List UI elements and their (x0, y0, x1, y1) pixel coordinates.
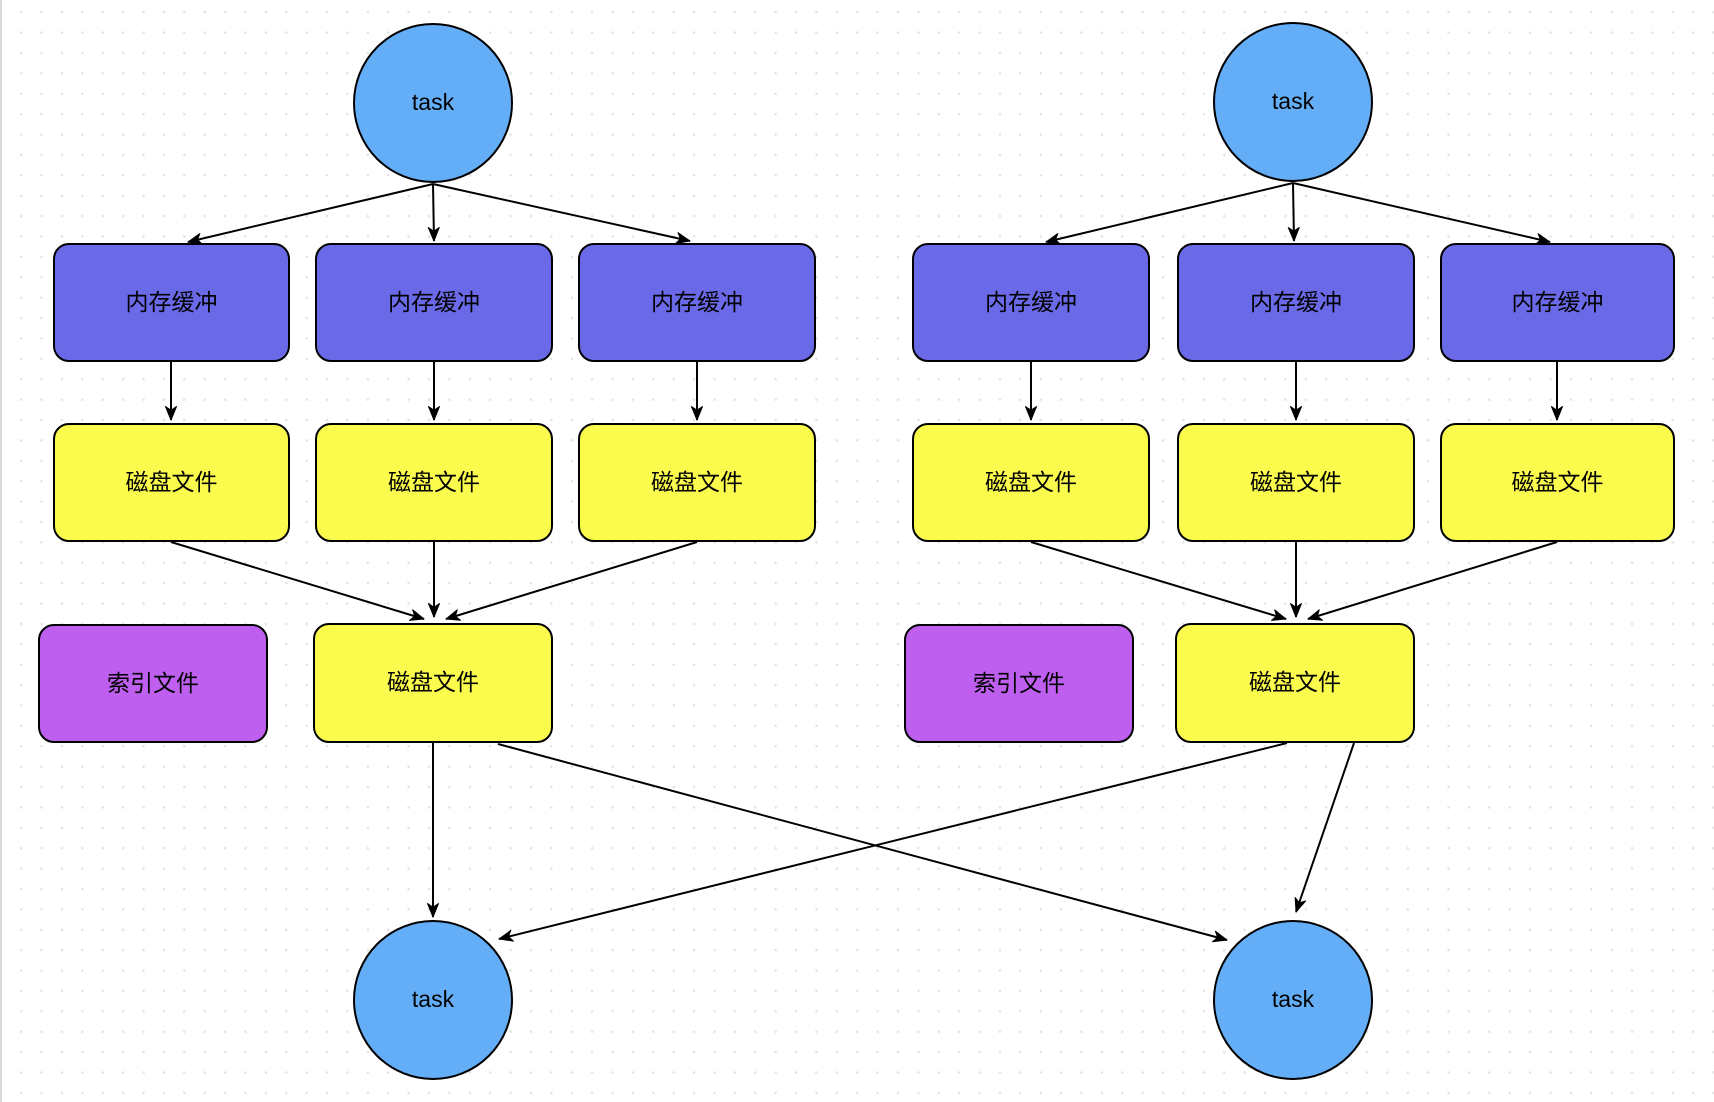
node-task-source-right[interactable]: task (1213, 22, 1373, 182)
edge-ldisk1-to-lmerged[interactable] (170, 541, 425, 621)
edge-lmerged-to-rtask[interactable] (497, 743, 1228, 943)
edge-ltask-to-lbuffer3[interactable] (432, 183, 691, 244)
node-task-dest-left[interactable]: task (353, 920, 513, 1080)
edge-ldisk3-to-lmerged[interactable] (445, 541, 698, 621)
node-index-file-left[interactable]: 索引文件 (38, 624, 268, 743)
node-memory-buffer-left-3[interactable]: 内存缓冲 (578, 243, 816, 362)
node-memory-buffer-left-2[interactable]: 内存缓冲 (315, 243, 553, 362)
node-disk-file-left-1[interactable]: 磁盘文件 (53, 423, 290, 542)
edge-rtask-to-rbuffer1[interactable] (1045, 182, 1294, 245)
node-disk-file-right-2[interactable]: 磁盘文件 (1177, 423, 1415, 542)
edge-rmerged-to-ltask[interactable] (498, 742, 1288, 942)
node-disk-file-merged-right[interactable]: 磁盘文件 (1175, 623, 1415, 743)
edge-rmerged-to-rtask[interactable] (1294, 742, 1355, 913)
node-index-file-right[interactable]: 索引文件 (904, 624, 1134, 743)
node-memory-buffer-right-3[interactable]: 内存缓冲 (1440, 243, 1675, 362)
node-memory-buffer-right-2[interactable]: 内存缓冲 (1177, 243, 1415, 362)
edge-rdisk1-to-rmerged[interactable] (1030, 541, 1287, 621)
node-task-dest-right[interactable]: task (1213, 920, 1373, 1080)
node-disk-file-right-1[interactable]: 磁盘文件 (912, 423, 1150, 542)
edge-rtask-to-rbuffer2[interactable] (1287, 182, 1300, 242)
node-disk-file-left-2[interactable]: 磁盘文件 (315, 423, 553, 542)
node-disk-file-left-3[interactable]: 磁盘文件 (578, 423, 816, 542)
node-task-source-left[interactable]: task (353, 23, 513, 183)
node-memory-buffer-right-1[interactable]: 内存缓冲 (912, 243, 1150, 362)
node-disk-file-merged-left[interactable]: 磁盘文件 (313, 623, 553, 743)
edge-rtask-to-rbuffer3[interactable] (1292, 182, 1551, 245)
canvas-edge-line (0, 0, 2, 1102)
node-disk-file-right-3[interactable]: 磁盘文件 (1440, 423, 1675, 542)
edge-rdisk3-to-rmerged[interactable] (1307, 541, 1558, 621)
node-memory-buffer-left-1[interactable]: 内存缓冲 (53, 243, 290, 362)
edge-ltask-to-lbuffer1[interactable] (187, 183, 434, 245)
edge-ltask-to-lbuffer2[interactable] (427, 183, 440, 242)
